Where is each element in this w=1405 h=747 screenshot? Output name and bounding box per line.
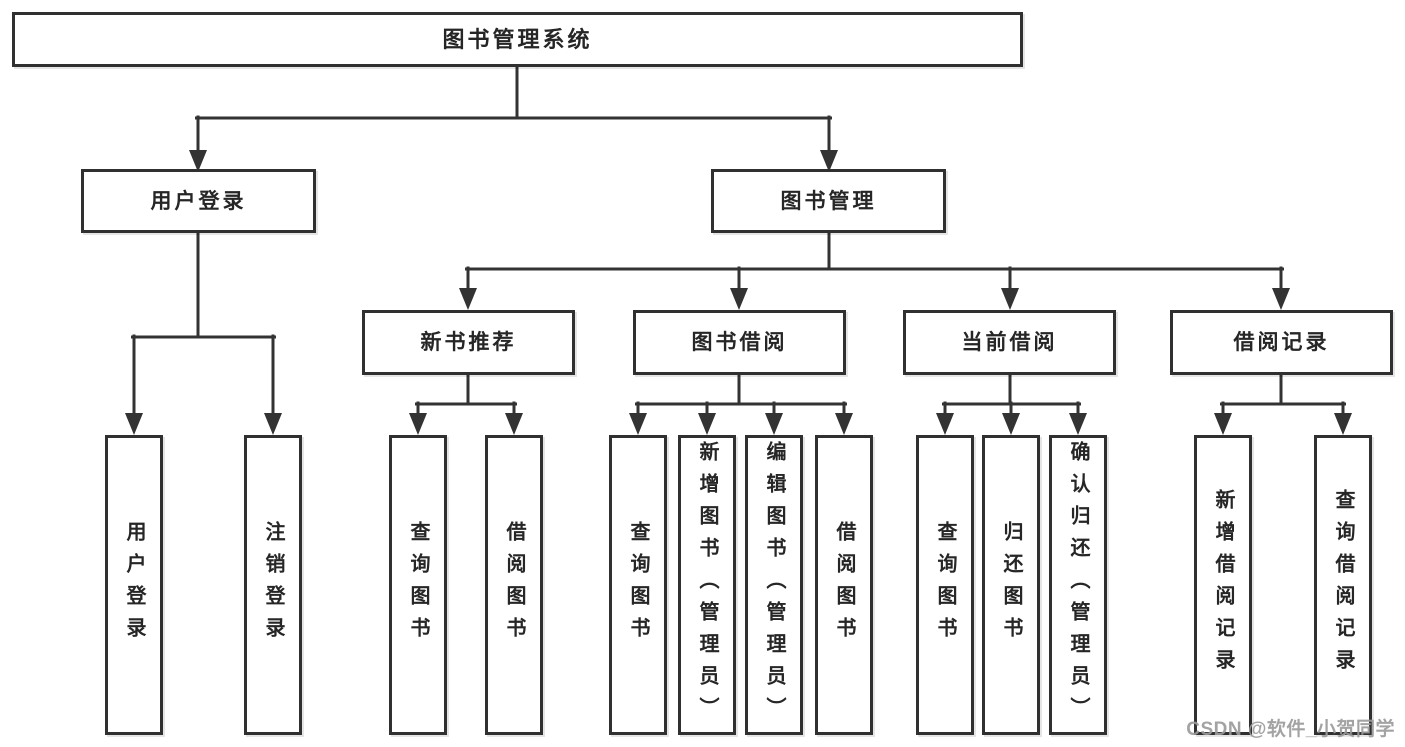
node-query-books-borrowing: 查询图书: [609, 435, 667, 735]
node-book-management: 图书管理: [711, 169, 946, 233]
node-query-borrow-record: 查询借阅记录: [1314, 435, 1372, 735]
node-borrow-records: 借阅记录: [1170, 310, 1393, 375]
node-book-borrowing: 图书借阅: [633, 310, 846, 375]
node-edit-book-admin: 编辑图书（管理员）: [745, 435, 803, 735]
node-add-borrow-record: 新增借阅记录: [1194, 435, 1252, 735]
node-return-book: 归还图书: [982, 435, 1040, 735]
node-confirm-return-admin: 确认归还（管理员）: [1049, 435, 1107, 735]
node-user-login-branch: 用户登录: [81, 169, 316, 233]
node-new-book-recommend: 新书推荐: [362, 310, 575, 375]
node-borrow-books-borrowing: 借阅图书: [815, 435, 873, 735]
node-current-borrowing: 当前借阅: [903, 310, 1116, 375]
node-add-book-admin: 新增图书（管理员）: [678, 435, 736, 735]
arrowheads: [125, 150, 1352, 435]
node-root: 图书管理系统: [12, 12, 1023, 67]
node-borrow-books-recommend: 借阅图书: [485, 435, 543, 735]
node-logout: 注销登录: [244, 435, 302, 735]
tree-edges: [131, 65, 1346, 416]
node-query-books-current: 查询图书: [916, 435, 974, 735]
node-user-login-leaf: 用户登录: [105, 435, 163, 735]
node-query-books-recommend: 查询图书: [389, 435, 447, 735]
